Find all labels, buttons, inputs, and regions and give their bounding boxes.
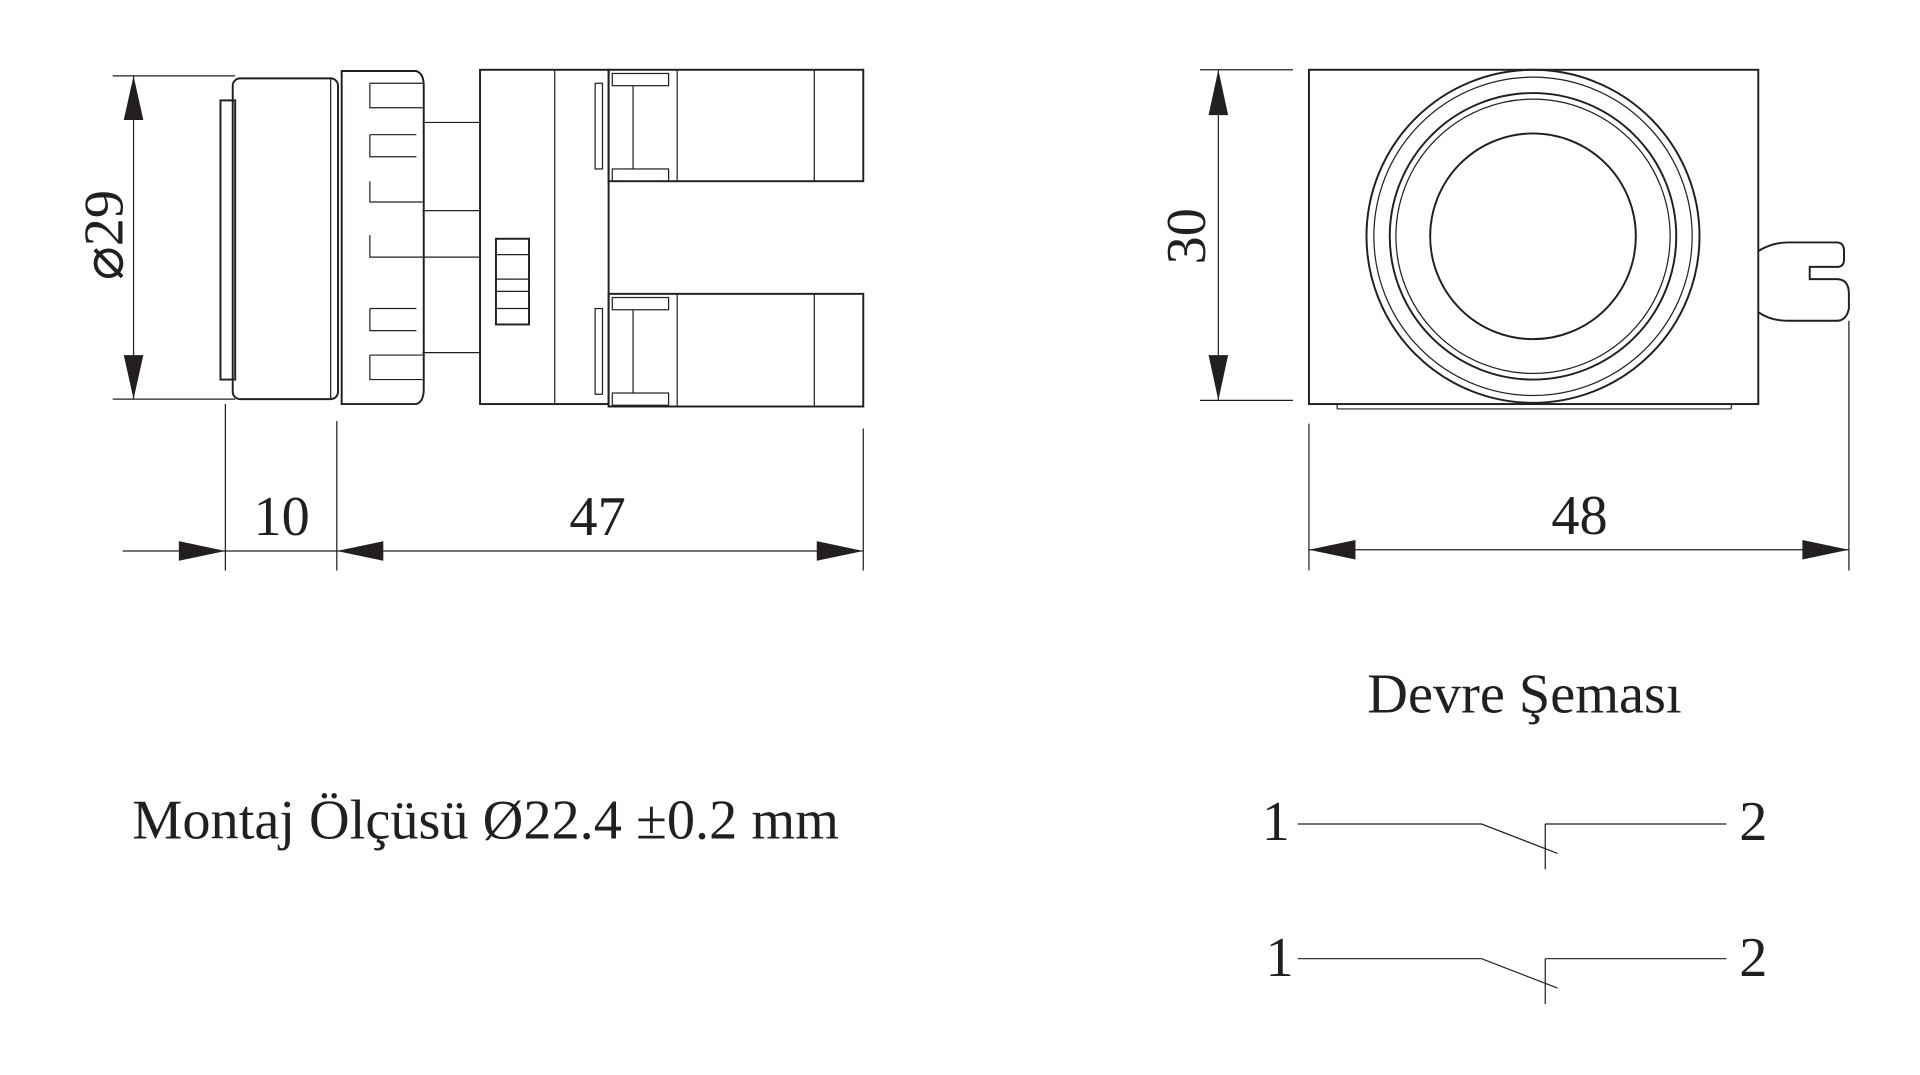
- contact-symbol: 1 2: [1265, 927, 1767, 1004]
- length-dimensions: 10 47: [122, 404, 864, 571]
- cap-depth-label: 10: [254, 486, 310, 548]
- circuit-diagram: Devre Şeması 1 2 1 2: [1262, 664, 1767, 1004]
- contact-block-top: [594, 68, 865, 183]
- front-view: 30 48: [1156, 68, 1850, 571]
- terminal-left: 1: [1265, 927, 1293, 989]
- diameter-dimension: ⌀29: [74, 75, 236, 400]
- contact-symbol: 1 2: [1262, 791, 1767, 870]
- button-cap: [219, 77, 339, 401]
- mounting-dimension-text: Montaj Ölçüsü Ø22.4 ±0.2 mm: [132, 790, 839, 852]
- terminal-right: 2: [1739, 927, 1767, 989]
- mounting-ring: [340, 70, 481, 406]
- body-length-label: 47: [569, 486, 625, 548]
- height-dimension: 30: [1156, 69, 1294, 401]
- width-dimension: 48: [1308, 320, 1850, 571]
- circuit-title: Devre Şeması: [1367, 664, 1681, 726]
- contact-block-bottom: [594, 292, 865, 408]
- width-label: 48: [1551, 485, 1607, 547]
- selector-knob: [494, 237, 531, 326]
- side-view: ⌀29: [74, 68, 865, 571]
- button-face: [1365, 68, 1701, 404]
- terminal-left: 1: [1262, 791, 1290, 853]
- switch-body: [479, 68, 610, 406]
- height-label: 30: [1156, 208, 1218, 264]
- diameter-label: ⌀29: [74, 190, 136, 280]
- terminal-right: 2: [1739, 791, 1767, 853]
